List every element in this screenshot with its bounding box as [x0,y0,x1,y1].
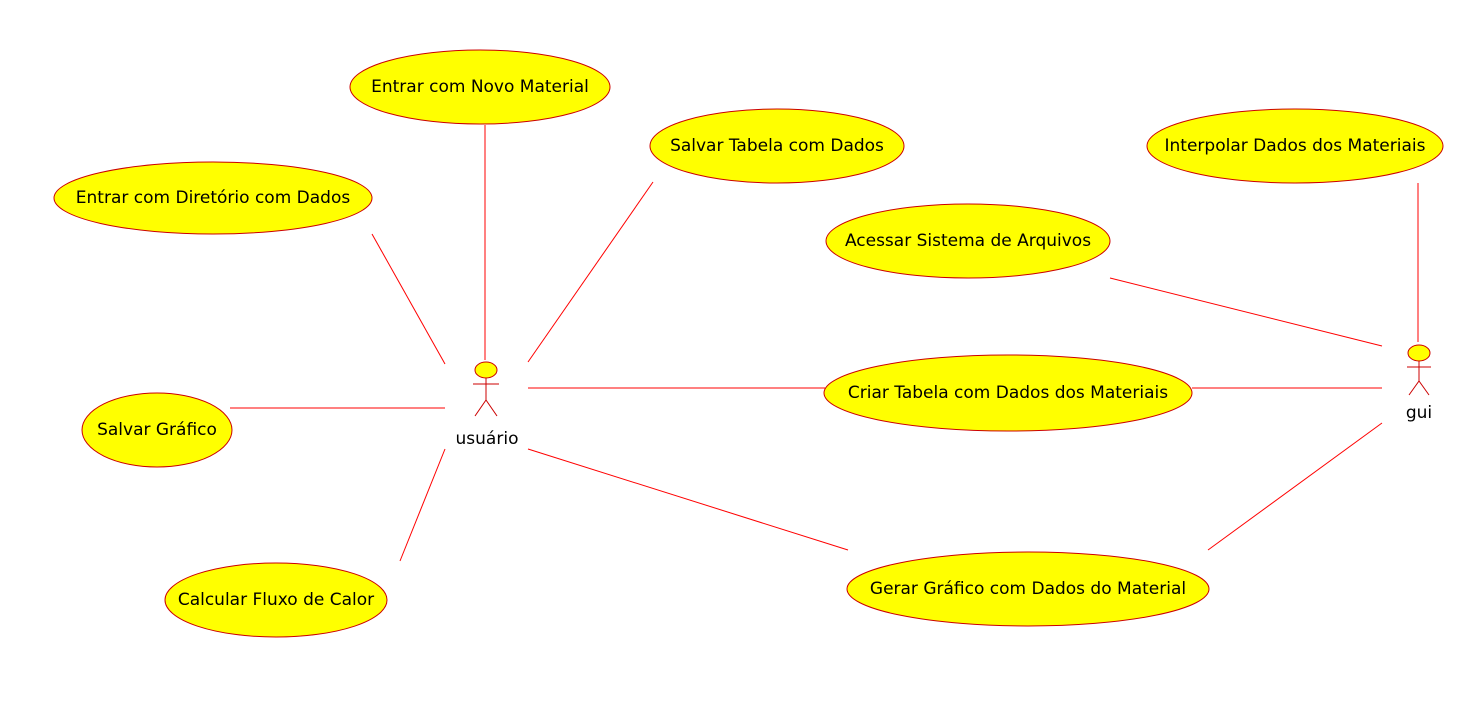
usecase-label: Calcular Fluxo de Calor [178,590,374,610]
association-usuario-entrar-diretorio [371,233,446,365]
actor-label: gui [1406,403,1432,423]
usecase-gerar-grafico[interactable]: Gerar Gráfico com Dados do Material [846,551,1210,627]
usecase-ellipse [846,551,1210,627]
usecase-ellipse [1146,108,1444,184]
usecase-label: Salvar Tabela com Dados [670,136,884,156]
association-gui-gerar-grafico [1207,422,1383,551]
actor-label: usuário [456,429,519,449]
usecase-ellipse [81,392,233,468]
usecase-salvar-tabela[interactable]: Salvar Tabela com Dados [649,108,905,184]
usecase-calcular-fluxo[interactable]: Calcular Fluxo de Calor [164,562,388,638]
association-usuario-gerar-grafico [527,448,849,551]
actor-gui[interactable]: gui [1406,344,1432,423]
usecase-ellipse [649,108,905,184]
usecase-interpolar[interactable]: Interpolar Dados dos Materiais [1146,108,1444,184]
usecase-ellipse [164,562,388,638]
association-gui-acessar-arquivos [1109,277,1383,347]
usecase-ellipse [53,161,373,235]
association-usuario-salvar-tabela [527,181,654,363]
usecase-label: Salvar Gráfico [97,420,217,440]
usecase-ellipse [349,49,611,125]
association-usuario-calcular-fluxo [399,448,446,562]
usecase-ellipse [823,354,1193,432]
usecase-entrar-novo-material[interactable]: Entrar com Novo Material [349,49,611,125]
usecase-salvar-grafico[interactable]: Salvar Gráfico [81,392,233,468]
stick-figure-icon [473,361,499,417]
usecase-criar-tabela[interactable]: Criar Tabela com Dados dos Materiais [823,354,1193,432]
actor-usuario[interactable]: usuário [456,361,519,449]
associations [230,125,1419,562]
usecase-label: Entrar com Diretório com Dados [76,188,351,208]
usecase-ellipse [825,203,1111,279]
usecase-acessar-arquivos[interactable]: Acessar Sistema de Arquivos [825,203,1111,279]
usecase-label: Entrar com Novo Material [371,77,589,97]
usecase-label: Criar Tabela com Dados dos Materiais [848,383,1168,403]
stick-figure-icon [1407,344,1431,396]
usecase-label: Acessar Sistema de Arquivos [845,231,1091,251]
usecase-label: Gerar Gráfico com Dados do Material [870,579,1186,599]
usecase-entrar-diretorio[interactable]: Entrar com Diretório com Dados [53,161,373,235]
usecase-label: Interpolar Dados dos Materiais [1165,136,1426,156]
